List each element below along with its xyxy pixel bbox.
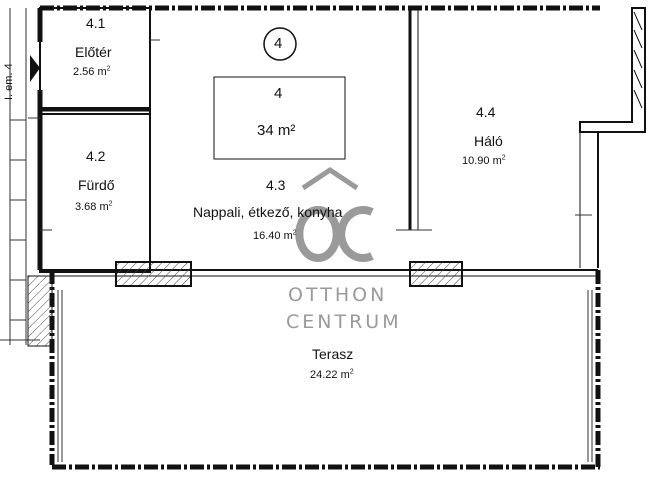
level-label: I. em. 4 [3, 63, 15, 100]
room-4-3-area: 16.40 m2 [253, 229, 297, 242]
apartment-number: 4 [274, 35, 283, 52]
room-4-2-number: 4.2 [86, 148, 106, 164]
interior-walls [39, 7, 598, 277]
room-4-2-name: Fürdő [78, 177, 115, 193]
terrace-area: 24.22 m2 [310, 368, 354, 381]
room-4-4-name: Háló [474, 133, 503, 149]
room-4-1-name: Előtér [75, 44, 112, 60]
room-4-1-number: 4.1 [86, 15, 106, 31]
entrance-arrow-icon [30, 55, 40, 82]
watermark-logo [295, 166, 374, 263]
column-right [409, 261, 463, 287]
room-4-4-number: 4.4 [476, 104, 496, 120]
room-4-4-area: 10.90 m2 [462, 154, 506, 167]
column-corner [27, 275, 53, 347]
terrace-name: Terasz [312, 346, 354, 362]
staircase [0, 8, 40, 345]
total-area-box [213, 76, 346, 160]
right-wall-block [579, 7, 646, 268]
room-4-2-area: 3.68 m2 [75, 200, 113, 213]
column-left [115, 261, 192, 287]
watermark-line1: OTTHON [288, 284, 388, 306]
door-symbols [28, 39, 592, 231]
total-area-number: 4 [274, 85, 283, 102]
room-4-3-name: Nappali, étkező, konyha [193, 204, 343, 220]
room-4-1-area: 2.56 m2 [73, 65, 111, 78]
total-area: 34 m² [257, 122, 296, 139]
room-4-3-number: 4.3 [266, 177, 286, 193]
apartment-number-circle [263, 27, 297, 61]
watermark-line2: CENTRUM [286, 311, 402, 333]
terrace-railing [57, 290, 593, 462]
